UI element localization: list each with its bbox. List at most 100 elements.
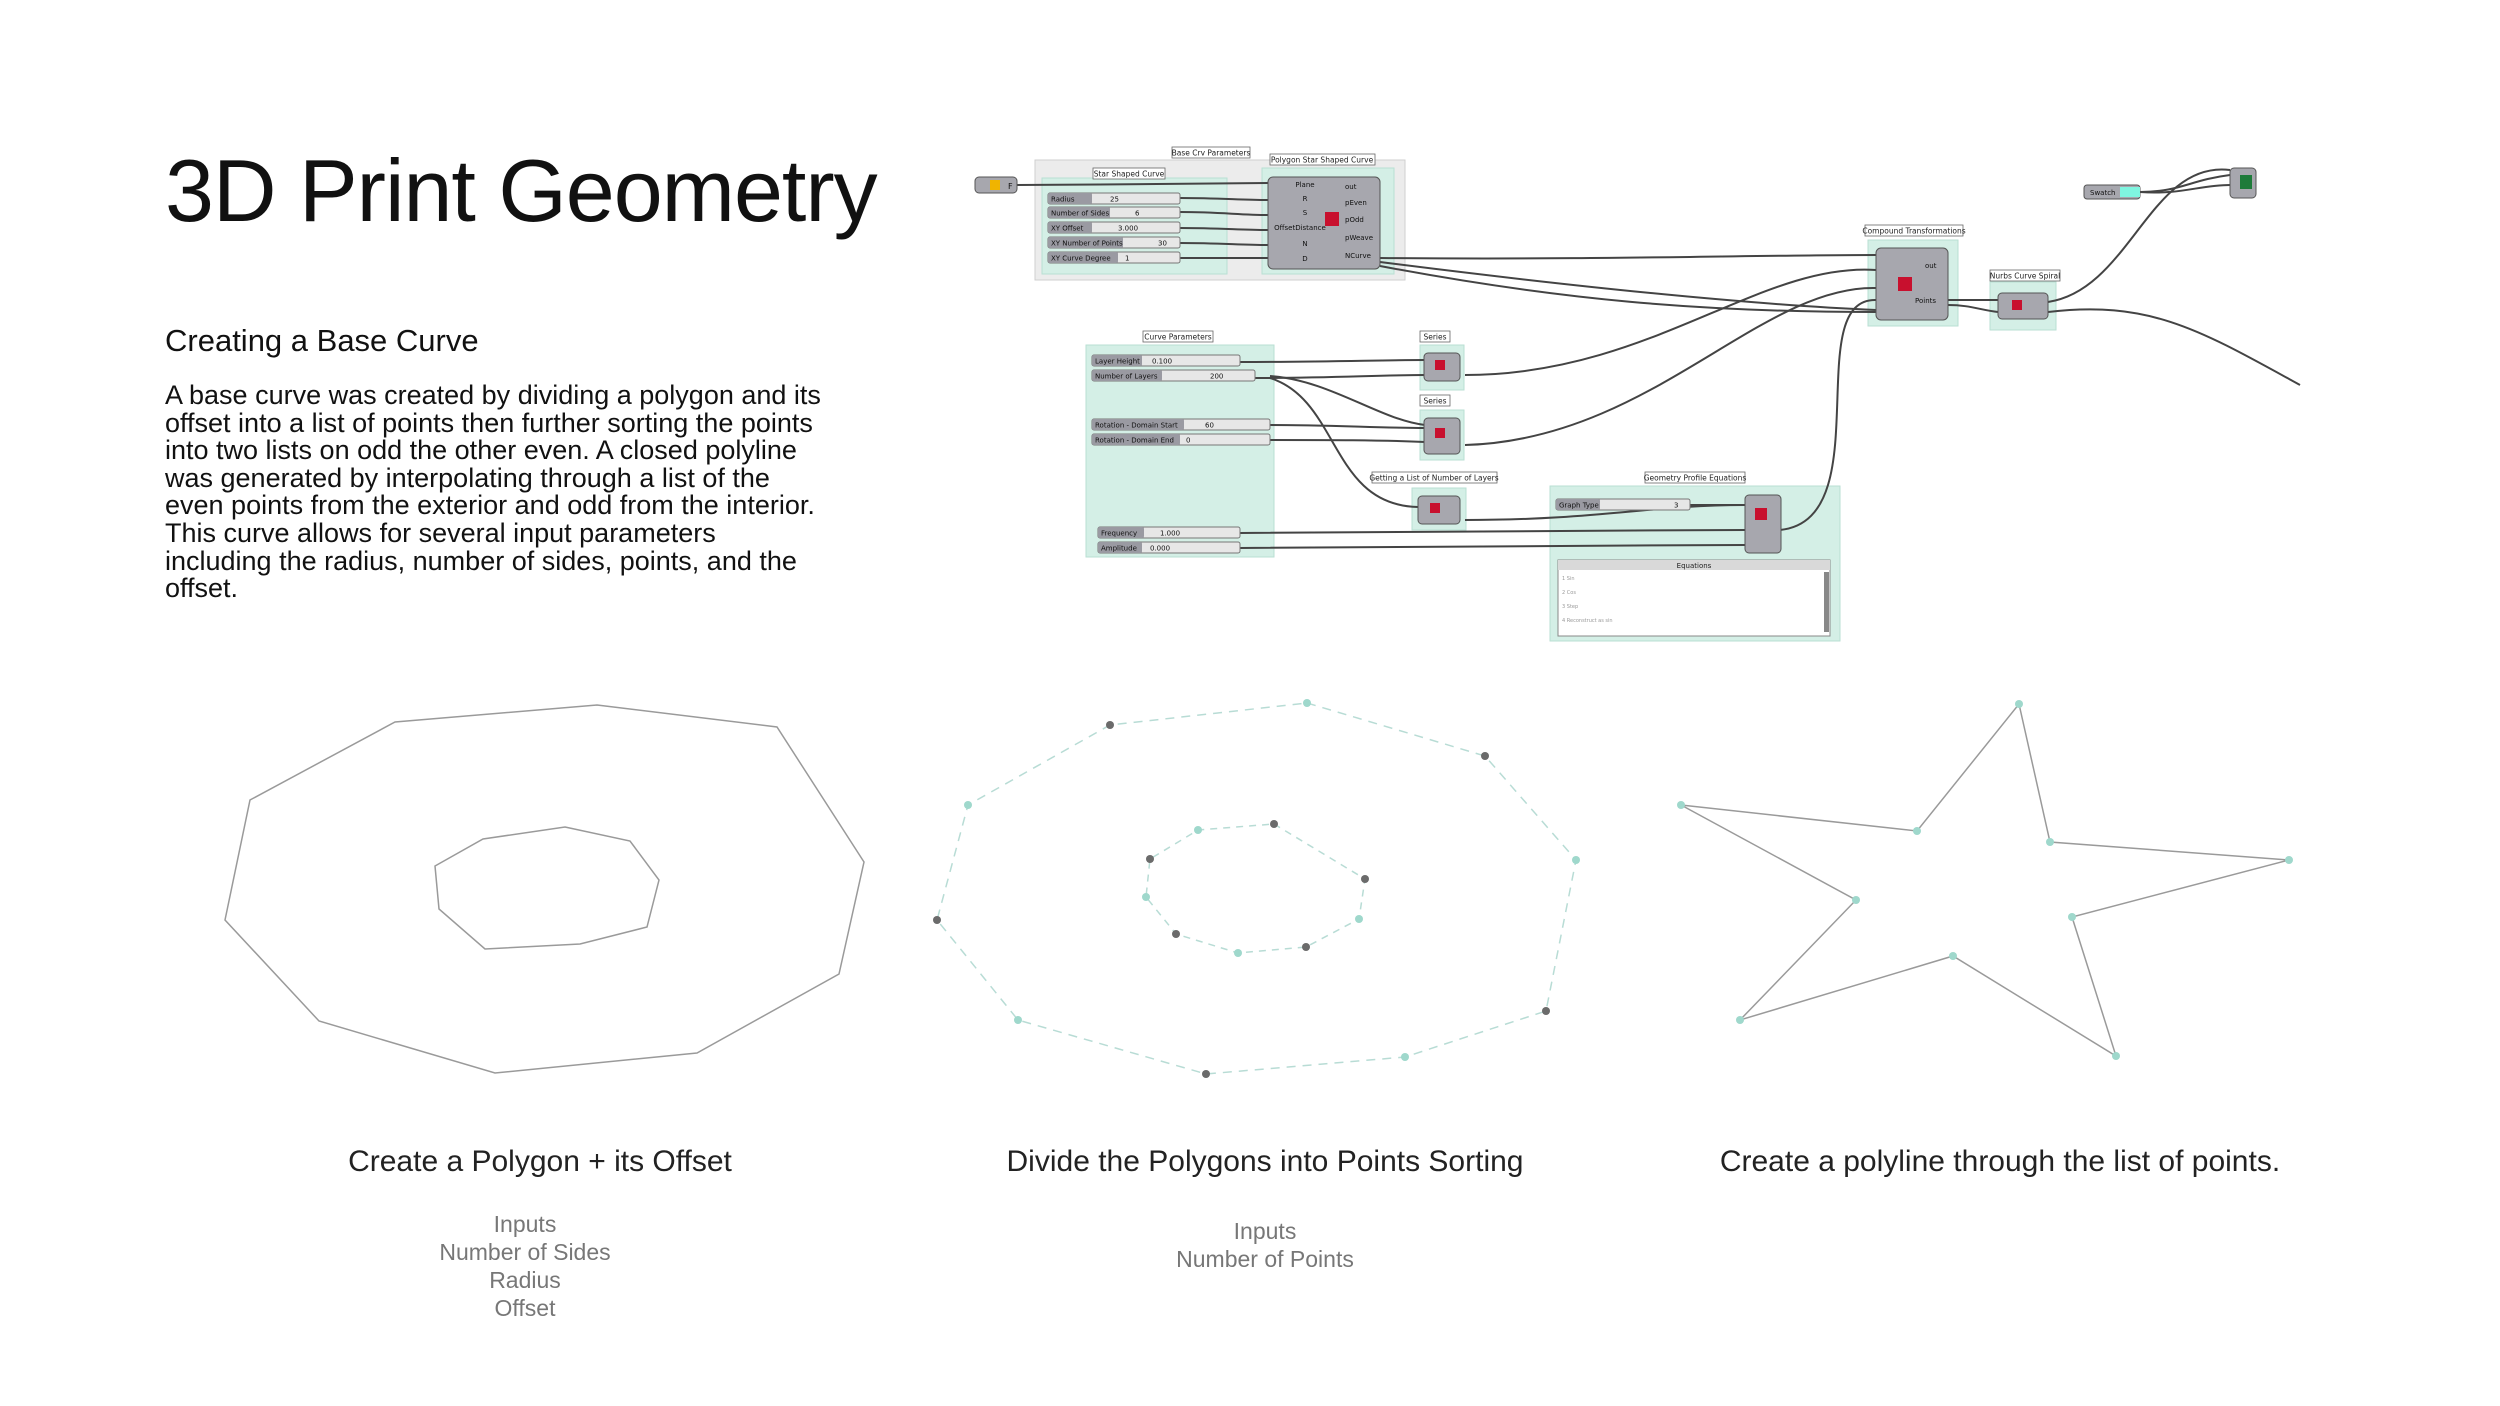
- slider-xy-offset[interactable]: XY Offset 3.000: [1047, 221, 1181, 234]
- svg-text:S: S: [1303, 209, 1308, 217]
- slider-radius[interactable]: Radius 25: [1047, 192, 1181, 205]
- color-swatch[interactable]: Swatch: [2083, 184, 2141, 200]
- point-even: [1303, 699, 1311, 707]
- point-even: [964, 801, 972, 809]
- svg-text:Points: Points: [1915, 297, 1936, 305]
- svg-text:R: R: [1303, 195, 1308, 203]
- toggle-icon: [990, 180, 1000, 190]
- svg-text:OffsetDistance: OffsetDistance: [1274, 224, 1326, 232]
- svg-text:1.000: 1.000: [1160, 530, 1180, 538]
- slider-xy-curve-degree[interactable]: XY Curve Degree 1: [1047, 251, 1181, 264]
- component-geometry-profile[interactable]: [1744, 494, 1782, 554]
- vertex-point: [1736, 1016, 1744, 1024]
- vertex-point: [2015, 700, 2023, 708]
- equations-panel-title: Equations: [1677, 562, 1712, 570]
- slider-amplitude[interactable]: Amplitude 0.000: [1097, 541, 1241, 554]
- vertex-point: [2068, 913, 2076, 921]
- point-odd: [1361, 875, 1369, 883]
- point-even: [1572, 856, 1580, 864]
- sorted-points: [933, 699, 1580, 1078]
- slider-number-of-sides[interactable]: Number of Sides 6: [1047, 206, 1181, 219]
- equation-row: 1 Sin: [1562, 576, 1575, 582]
- slider-graph-type[interactable]: Graph Type 3: [1555, 498, 1691, 511]
- point-even: [1234, 949, 1242, 957]
- slider-xy-number-of-points[interactable]: XY Number of Points 30: [1047, 236, 1181, 249]
- step-1-inputs: Inputs Number of Sides Radius Offset: [380, 1210, 670, 1322]
- description-line: into two lists on odd the other even. A …: [165, 435, 797, 466]
- vertex-point: [1913, 827, 1921, 835]
- svg-text:0.100: 0.100: [1152, 358, 1172, 366]
- svg-text:Radius: Radius: [1051, 196, 1075, 204]
- step-3-caption: Create a polyline through the list of po…: [1719, 1145, 2281, 1178]
- svg-text:3: 3: [1674, 502, 1678, 510]
- slider-list: Radius 25 Number of Sides 6 XY Offset 3.…: [1047, 192, 1691, 554]
- group-title-series-2: Series: [1423, 397, 1446, 406]
- vertex-point: [2285, 856, 2293, 864]
- point-even: [1401, 1053, 1409, 1061]
- custom-preview[interactable]: [2229, 167, 2257, 199]
- vertex-point: [1677, 801, 1685, 809]
- slider-number-of-layers[interactable]: Number of Layers 200: [1091, 369, 1256, 382]
- vertex-point: [2112, 1052, 2120, 1060]
- point-even: [1355, 915, 1363, 923]
- slider-frequency[interactable]: Frequency 1.000: [1097, 526, 1241, 539]
- point-odd: [1106, 721, 1114, 729]
- group-title-star-shaped: Star Shaped Curve: [1094, 170, 1165, 179]
- svg-text:pWeave: pWeave: [1345, 234, 1373, 242]
- component-list-layers[interactable]: [1417, 495, 1461, 525]
- python-script-icon: [1755, 508, 1767, 520]
- svg-text:25: 25: [1110, 196, 1119, 204]
- section-subtitle: Creating a Base Curve: [165, 323, 479, 358]
- svg-text:Swatch: Swatch: [2090, 189, 2116, 197]
- group-title-base-crv: Base Crv Parameters: [1172, 149, 1251, 158]
- description-line: was generated by interpolating through a…: [165, 462, 770, 493]
- point-odd: [1270, 820, 1278, 828]
- svg-text:Number of Sides: Number of Sides: [1051, 210, 1109, 218]
- group-title-compound: Compound Transformations: [1862, 227, 1965, 236]
- svg-text:out: out: [1925, 262, 1937, 270]
- description-line: A base curve was created by dividing a p…: [165, 380, 821, 410]
- grasshopper-definition: Base Crv Parameters Star Shaped Curve Po…: [974, 146, 2301, 642]
- svg-text:pOdd: pOdd: [1345, 216, 1364, 224]
- nurbs-icon: [2012, 300, 2022, 310]
- step-1-caption: Create a Polygon + its Offset: [348, 1145, 732, 1178]
- group-title-curve-params: Curve Parameters: [1144, 333, 1212, 342]
- equations-panel[interactable]: Equations 1 Sin 2 Cos 3 Step 4 Reconstru…: [1557, 559, 1831, 637]
- svg-text:0: 0: [1186, 437, 1190, 445]
- component-series-1[interactable]: [1423, 352, 1461, 382]
- component-polygon-star[interactable]: Plane R S OffsetDistance N D out pEven p…: [1267, 176, 1381, 270]
- point-odd: [1542, 1007, 1550, 1015]
- outer-dashed-polygon: [936, 702, 1577, 1075]
- svg-text:XY Offset: XY Offset: [1051, 225, 1084, 233]
- series-icon: [1435, 428, 1445, 438]
- component-series-2[interactable]: [1423, 417, 1461, 455]
- svg-text:Number of Layers: Number of Layers: [1095, 373, 1158, 381]
- svg-text:Rotation - Domain End: Rotation - Domain End: [1095, 437, 1174, 445]
- svg-text:Rotation - Domain Start: Rotation - Domain Start: [1095, 422, 1178, 430]
- series-icon: [1435, 360, 1445, 370]
- point-odd: [933, 916, 941, 924]
- slider-rotation-domain-end[interactable]: Rotation - Domain End 0: [1091, 433, 1271, 446]
- point-odd: [1202, 1070, 1210, 1078]
- svg-text:Amplitude: Amplitude: [1101, 545, 1137, 553]
- group-title-geometry-profile: Geometry Profile Equations: [1644, 474, 1747, 483]
- point-odd: [1146, 855, 1154, 863]
- svg-text:6: 6: [1135, 210, 1140, 218]
- input-item: Radius: [489, 1267, 561, 1293]
- step-2-caption: Divide the Polygons into Points Sorting: [1006, 1145, 1524, 1178]
- toggle-value: F: [1008, 182, 1013, 191]
- python-script-icon: [1898, 277, 1912, 291]
- slider-rotation-domain-start[interactable]: Rotation - Domain Start 60: [1091, 418, 1271, 431]
- polygon-offset-drawing: [224, 704, 865, 1074]
- input-item: Number of Points: [1176, 1246, 1354, 1272]
- input-item: Number of Sides: [439, 1239, 611, 1265]
- description-line: even points from the exterior and odd fr…: [165, 490, 815, 521]
- group-title-series-1: Series: [1423, 333, 1446, 342]
- input-item: Offset: [494, 1295, 556, 1321]
- slider-layer-height[interactable]: Layer Height 0.100: [1091, 354, 1241, 367]
- component-compound[interactable]: out Points: [1875, 247, 1949, 321]
- divided-points-drawing: [933, 699, 1580, 1078]
- component-nurbs[interactable]: [1997, 292, 2049, 320]
- group-title-polygon-star: Polygon Star Shaped Curve: [1271, 156, 1374, 165]
